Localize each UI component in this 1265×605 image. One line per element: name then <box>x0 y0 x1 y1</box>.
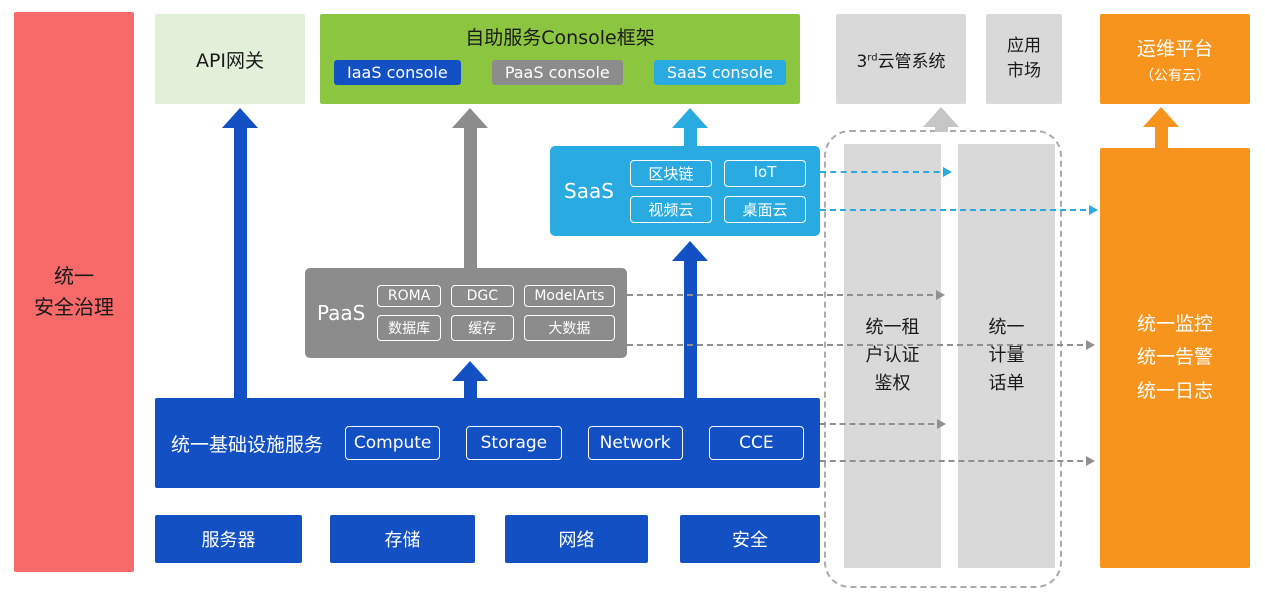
paas-service-roma: ROMA <box>377 285 441 307</box>
hardware-label-network: 网络 <box>558 530 595 551</box>
monitoring-alarm-log-bar: 统一监控 统一告警 统一日志 <box>1100 148 1250 568</box>
paas-services-grid: ROMA DGC ModelArts 数据库 缓存 大数据 <box>377 285 615 341</box>
metering-billing-bar: 统一 计量 话单 <box>958 144 1055 568</box>
iaas-service-cce: CCE <box>708 426 805 460</box>
tenant-auth-bar: 统一租 户认证 鉴权 <box>844 144 941 568</box>
console-framework-box: 自助服务Console框架 IaaS console PaaS console … <box>320 14 800 104</box>
saas-layer-box: SaaS 区块链 IoT 视频云 桌面云 <box>550 146 820 236</box>
api-gateway-label: API网关 <box>195 49 265 72</box>
arrow-iaas-to-api-gateway <box>222 108 258 398</box>
dashed-connector-paas-to-metering <box>627 290 945 300</box>
ops-platform-title: 运维平台 <box>1136 37 1213 60</box>
dashed-connector-iaas-to-metering <box>820 419 946 429</box>
tenant-auth-label: 统一租 户认证 鉴权 <box>865 317 920 394</box>
third-party-cloud-box: 3rd云管系统 <box>836 14 966 104</box>
hardware-label-server: 服务器 <box>201 530 256 551</box>
app-market-box: 应用 市场 <box>986 14 1062 104</box>
paas-service-database: 数据库 <box>377 315 441 341</box>
iaas-layer-box: 统一基础设施服务 Compute Storage Network CCE <box>155 398 820 488</box>
iaas-service-storage: Storage <box>466 426 562 460</box>
metering-billing-label: 统一 计量 话单 <box>988 317 1025 394</box>
dashed-connector-saas-to-metering <box>820 167 952 177</box>
monitoring-alarm-log-label: 统一监控 统一告警 统一日志 <box>1136 313 1213 402</box>
hardware-box-storage: 存储 <box>330 515 475 563</box>
arrow-panel-to-third-party <box>923 107 959 132</box>
third-party-cloud-label: 3rd云管系统 <box>856 51 946 72</box>
paas-layer-label: PaaS <box>317 301 366 325</box>
arrow-paas-to-console <box>452 108 488 268</box>
arrow-saas-to-console <box>672 108 708 146</box>
iaas-service-network: Network <box>587 426 683 460</box>
hardware-box-server: 服务器 <box>155 515 302 563</box>
iaas-services-row: Compute Storage Network CCE <box>345 426 805 460</box>
paas-service-dgc: DGC <box>450 285 514 307</box>
paas-service-modelarts: ModelArts <box>523 285 615 307</box>
api-gateway-box: API网关 <box>155 14 305 104</box>
saas-layer-label: SaaS <box>564 179 614 203</box>
saas-service-iot: IoT <box>723 159 806 187</box>
hardware-label-security: 安全 <box>732 530 768 551</box>
saas-service-blockchain: 区块链 <box>629 159 712 187</box>
unified-security-label: 统一 安全治理 <box>34 264 114 319</box>
iaas-layer-label: 统一基础设施服务 <box>171 433 324 456</box>
dashed-connector-saas-to-monitoring <box>820 205 1098 215</box>
dashed-connector-iaas-to-monitoring <box>820 456 1095 466</box>
hardware-label-storage: 存储 <box>384 530 421 551</box>
hardware-box-network: 网络 <box>505 515 648 563</box>
paas-service-bigdata: 大数据 <box>523 315 615 341</box>
saas-service-video-cloud: 视频云 <box>629 195 712 223</box>
arrow-monitoring-to-ops-platform <box>1143 107 1179 149</box>
iaas-console-button: IaaS console <box>334 60 461 85</box>
paas-service-cache: 缓存 <box>450 315 514 341</box>
paas-layer-box: PaaS ROMA DGC ModelArts 数据库 缓存 大数据 <box>305 268 627 358</box>
unified-security-bar: 统一 安全治理 <box>14 12 134 572</box>
app-market-label: 应用 市场 <box>1007 35 1041 82</box>
paas-console-button: PaaS console <box>491 60 623 85</box>
ops-platform-subtitle: （公有云） <box>1140 67 1210 84</box>
saas-services-grid: 区块链 IoT 视频云 桌面云 <box>629 159 806 223</box>
console-framework-title: 自助服务Console框架 <box>465 27 655 49</box>
console-buttons-row: IaaS console PaaS console SaaS console <box>334 60 786 85</box>
arrow-iaas-to-saas <box>672 241 708 398</box>
dashed-connector-paas-to-monitoring <box>627 340 1095 350</box>
saas-console-button: SaaS console <box>653 60 786 85</box>
saas-service-desktop-cloud: 桌面云 <box>723 195 806 223</box>
iaas-service-compute: Compute <box>345 426 441 460</box>
ops-platform-box: 运维平台 （公有云） <box>1100 14 1250 104</box>
arrow-iaas-to-paas <box>452 361 488 398</box>
hardware-box-security: 安全 <box>680 515 820 563</box>
